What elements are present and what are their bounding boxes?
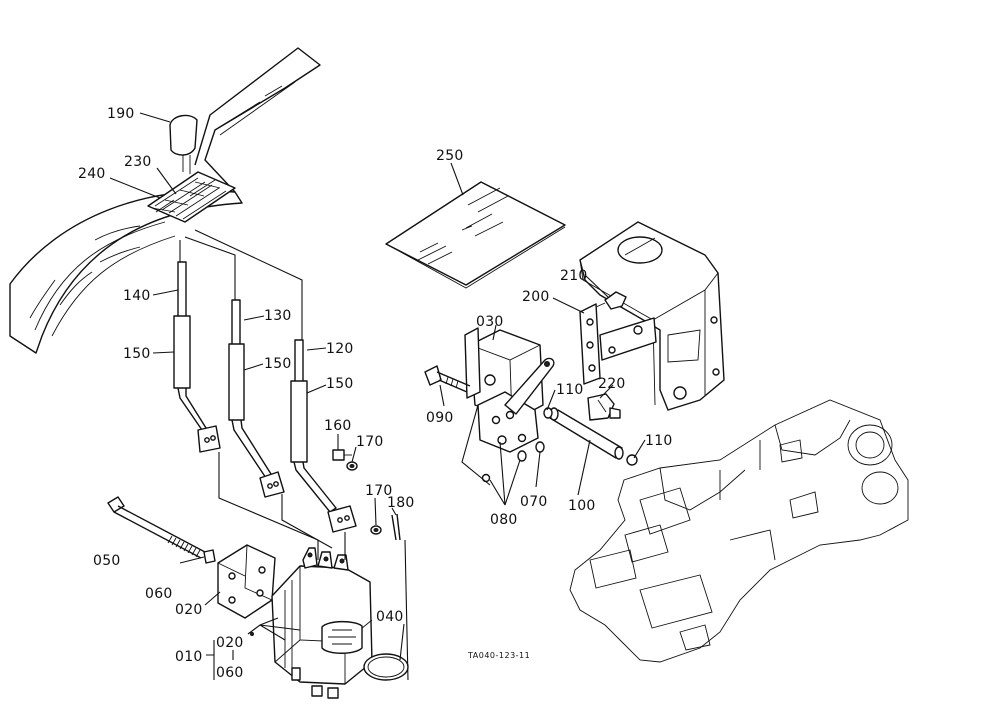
o-ring-040 [363, 653, 409, 681]
o-rings-070-080 [461, 404, 545, 486]
lever-120 [290, 339, 357, 533]
lever-130 [228, 299, 285, 498]
figure-reference: TA040-123-11 [467, 651, 530, 660]
bolt-050 [107, 496, 216, 564]
callout-250: 250 [436, 148, 464, 164]
manual-250 [385, 181, 566, 289]
valve-housing [579, 221, 725, 411]
callout-050: 050 [93, 553, 121, 569]
control-valve-010 [271, 547, 373, 699]
callout-150-c: 150 [326, 376, 354, 392]
callout-170-a: 170 [356, 434, 384, 450]
callout-leaders [109, 112, 646, 680]
lever-guide-plate [9, 47, 321, 354]
callout-070: 070 [520, 494, 548, 510]
callout-220: 220 [598, 376, 626, 392]
plate-200 [579, 291, 657, 385]
callout-010: 010 [175, 649, 203, 665]
callout-180: 180 [387, 495, 415, 511]
callout-labels: 190 230 240 140 150 130 150 120 150 160 … [78, 106, 673, 681]
callout-020-b: 020 [216, 635, 244, 651]
callout-090: 090 [426, 410, 454, 426]
callout-110-a: 110 [556, 382, 584, 398]
callout-200: 200 [522, 289, 550, 305]
leader-lines-upper [179, 229, 303, 350]
callout-210: 210 [560, 268, 588, 284]
callout-080: 080 [490, 512, 518, 528]
callout-150-b: 150 [264, 356, 292, 372]
end-cover-020 [217, 544, 276, 619]
callout-110-b: 110 [645, 433, 673, 449]
pin-160-and-washers [332, 449, 401, 541]
callout-060-a: 060 [145, 586, 173, 602]
callout-060-b: 060 [216, 665, 244, 681]
callout-030: 030 [476, 314, 504, 330]
lever-grip-190 [169, 114, 198, 174]
callout-170-b: 170 [365, 483, 393, 499]
guide-plate-230 [147, 171, 236, 223]
callout-190: 190 [107, 106, 135, 122]
callout-040: 040 [376, 609, 404, 625]
callout-230: 230 [124, 154, 152, 170]
callout-130: 130 [264, 308, 292, 324]
transmission-case [569, 399, 909, 663]
callout-100: 100 [568, 498, 596, 514]
bolt-090 [424, 365, 471, 393]
callout-160: 160 [324, 418, 352, 434]
leader-lines-lower [218, 452, 409, 681]
callout-240: 240 [78, 166, 106, 182]
lever-140 [173, 261, 221, 453]
link-arm [504, 357, 555, 415]
callout-150-a: 150 [123, 346, 151, 362]
fitting-220 [587, 393, 621, 421]
callout-120: 120 [326, 341, 354, 357]
callout-140: 140 [123, 288, 151, 304]
callout-020-a: 020 [175, 602, 203, 618]
